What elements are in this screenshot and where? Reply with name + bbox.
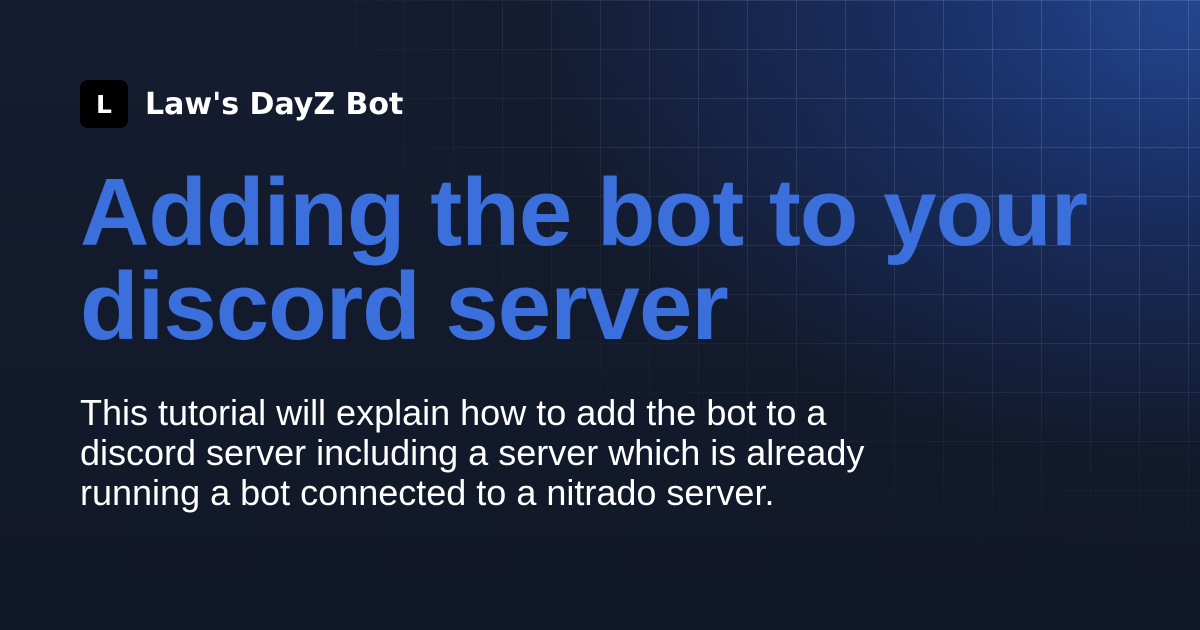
- brand-name: Law's DayZ Bot: [145, 86, 404, 122]
- page-title: Adding the bot to your discord server: [80, 159, 1088, 360]
- logo-icon: L: [80, 80, 128, 128]
- page-description: This tutorial will explain how to add th…: [80, 392, 865, 513]
- brand: L Law's DayZ Bot: [80, 80, 403, 128]
